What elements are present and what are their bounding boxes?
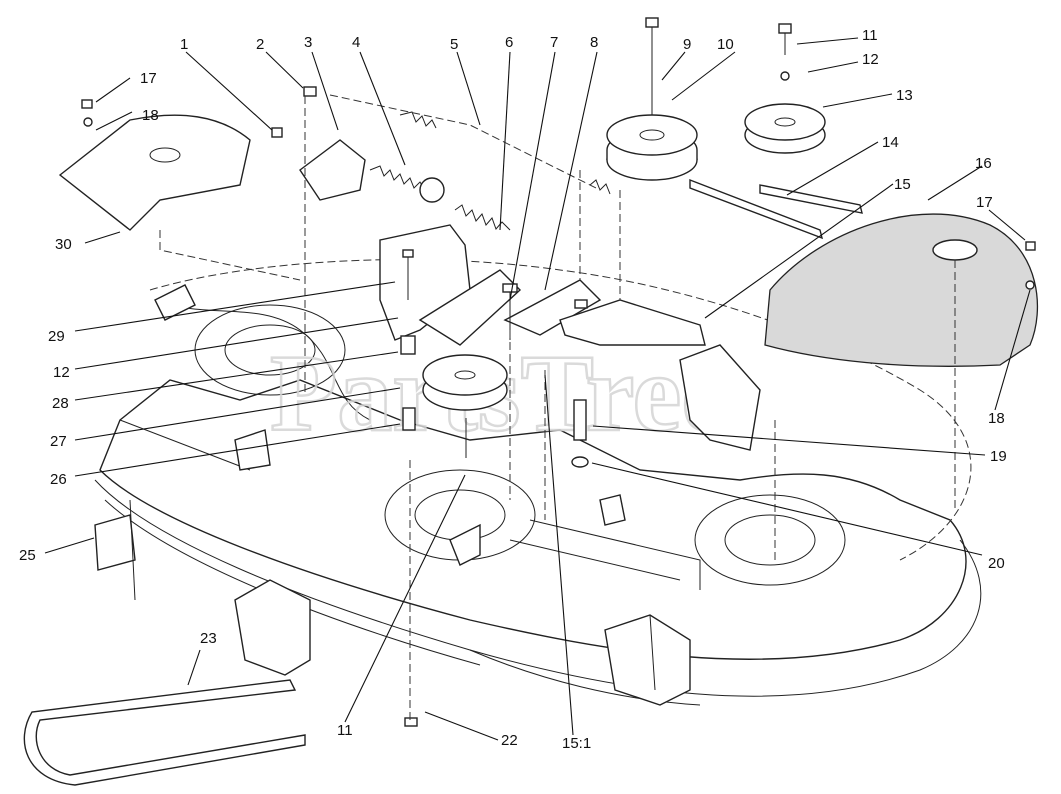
callout-18-left: 18 (142, 107, 159, 124)
callout-12-left: 12 (53, 364, 70, 381)
mount-bracket-3 (299, 139, 366, 201)
mower-deck (94, 259, 982, 706)
callout-12-top: 12 (862, 51, 879, 68)
callout-17-right: 17 (976, 194, 993, 211)
idler-arm-right (503, 279, 602, 336)
callout-15: 15 (894, 176, 911, 193)
idler-arm-center (418, 269, 522, 346)
callout-27: 27 (50, 433, 67, 450)
callout-labels: 1 2 3 4 5 6 7 8 9 10 11 12 13 14 15 16 1… (19, 27, 1007, 752)
callout-7: 7 (550, 34, 558, 51)
callout-16: 16 (975, 155, 992, 172)
callout-4: 4 (352, 34, 360, 51)
callout-26: 26 (50, 471, 67, 488)
callout-30: 30 (55, 236, 72, 253)
drive-belt-23 (23, 679, 306, 786)
belt-guard (58, 114, 251, 231)
callout-8: 8 (590, 34, 598, 51)
idler-pulley-10 (606, 114, 698, 181)
callout-13: 13 (896, 87, 913, 104)
callout-10: 10 (717, 36, 734, 53)
callout-15-1: 15:1 (562, 735, 591, 752)
callout-23: 23 (200, 630, 217, 647)
belt-cover (764, 213, 1039, 367)
idler-bracket-19 (679, 344, 761, 451)
idler-pulley-13 (744, 103, 826, 154)
center-pulley (422, 354, 508, 411)
bracket-25 (94, 514, 136, 571)
callout-1: 1 (180, 36, 188, 53)
callout-20: 20 (988, 555, 1005, 572)
callout-6: 6 (505, 34, 513, 51)
callout-3: 3 (304, 34, 312, 51)
spring-6 (454, 204, 511, 231)
callout-9: 9 (683, 36, 691, 53)
spring-5 (399, 111, 437, 129)
callout-17-left: 17 (140, 70, 157, 87)
callout-19: 19 (990, 448, 1007, 465)
spring-4 (369, 165, 426, 191)
callout-25: 25 (19, 547, 36, 564)
belt-section-14 (689, 178, 824, 240)
bracket-24 (234, 579, 311, 676)
callout-22: 22 (501, 732, 518, 749)
callout-11-bottom: 11 (337, 722, 353, 739)
callout-11-top: 11 (862, 27, 878, 44)
callout-14: 14 (882, 134, 899, 151)
callout-2: 2 (256, 36, 264, 53)
leader-lines (44, 37, 1031, 741)
callout-5: 5 (450, 36, 458, 53)
callout-29: 29 (48, 328, 65, 345)
callout-28: 28 (52, 395, 69, 412)
callout-18-right: 18 (988, 410, 1005, 427)
